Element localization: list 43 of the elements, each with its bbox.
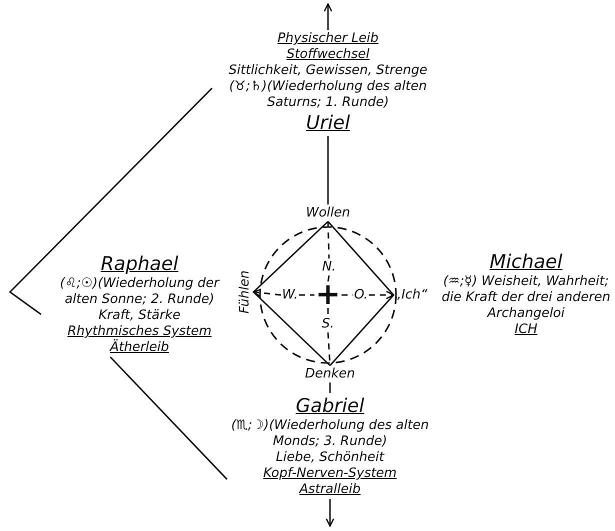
arrow — [252, 288, 282, 298]
text-label: W. — [282, 288, 298, 302]
text-label: Denken — [305, 366, 355, 382]
text-label: O. — [354, 288, 368, 302]
name-heading: Raphael — [100, 252, 178, 276]
underlined-label: Kopf-Nerven-System — [263, 466, 397, 482]
dashed-line — [342, 294, 354, 296]
connector-line — [252, 291, 331, 366]
text-label: (♌;☉)(Wiederholung der alten Sonne; 2. Runde) — [58, 276, 221, 308]
text-label: S. — [322, 316, 334, 332]
text-label: Sittlichkeit, Gewissen, Strenge — [228, 63, 428, 79]
underlined-label: Physischer Leib — [278, 31, 378, 47]
name-heading: Uriel — [306, 111, 350, 135]
connector-line — [327, 221, 394, 296]
vertical-label: Fühlen — [238, 270, 252, 314]
connector-line — [327, 136, 329, 204]
name-heading: Gabriel — [296, 394, 364, 418]
connector-line — [8, 88, 213, 315]
underlined-label: ICH — [514, 322, 538, 338]
connector-line — [329, 294, 394, 366]
dashed-line — [327, 221, 330, 259]
text-label: Liebe, Schönheit — [276, 450, 384, 466]
name-heading: Michael — [490, 250, 562, 274]
connector-line — [110, 356, 228, 480]
text-label: (♒;☿) Weisheit, Wahrheit; die Kraft der drei anderen Archangeloi — [440, 274, 612, 322]
underlined-label: Rhythmisches System — [67, 324, 212, 339]
text-label: Wollen — [306, 206, 350, 220]
dashed-line — [327, 308, 329, 316]
arrow — [324, 3, 332, 30]
underlined-label: Stoffwechsel — [286, 47, 370, 63]
text-label: Kraft, Stärke — [98, 308, 180, 324]
connector-line — [252, 220, 329, 293]
connector-line — [329, 382, 331, 393]
arrow — [368, 290, 394, 300]
arrow — [326, 499, 334, 527]
text-label: (♉;♄)(Wiederholung des alten Saturns; 1. Runde) — [228, 79, 428, 111]
plus-sign: + — [315, 283, 341, 307]
text-label: N. — [322, 260, 336, 274]
underlined-label: Astralleib — [299, 482, 361, 498]
underlined-label: Ätherleib — [110, 340, 170, 356]
dashed-line — [299, 294, 314, 296]
dashed-line — [327, 275, 330, 282]
text-label: (♏;☽)(Wiederholung des alten Monds; 3. Runde) — [230, 418, 430, 450]
